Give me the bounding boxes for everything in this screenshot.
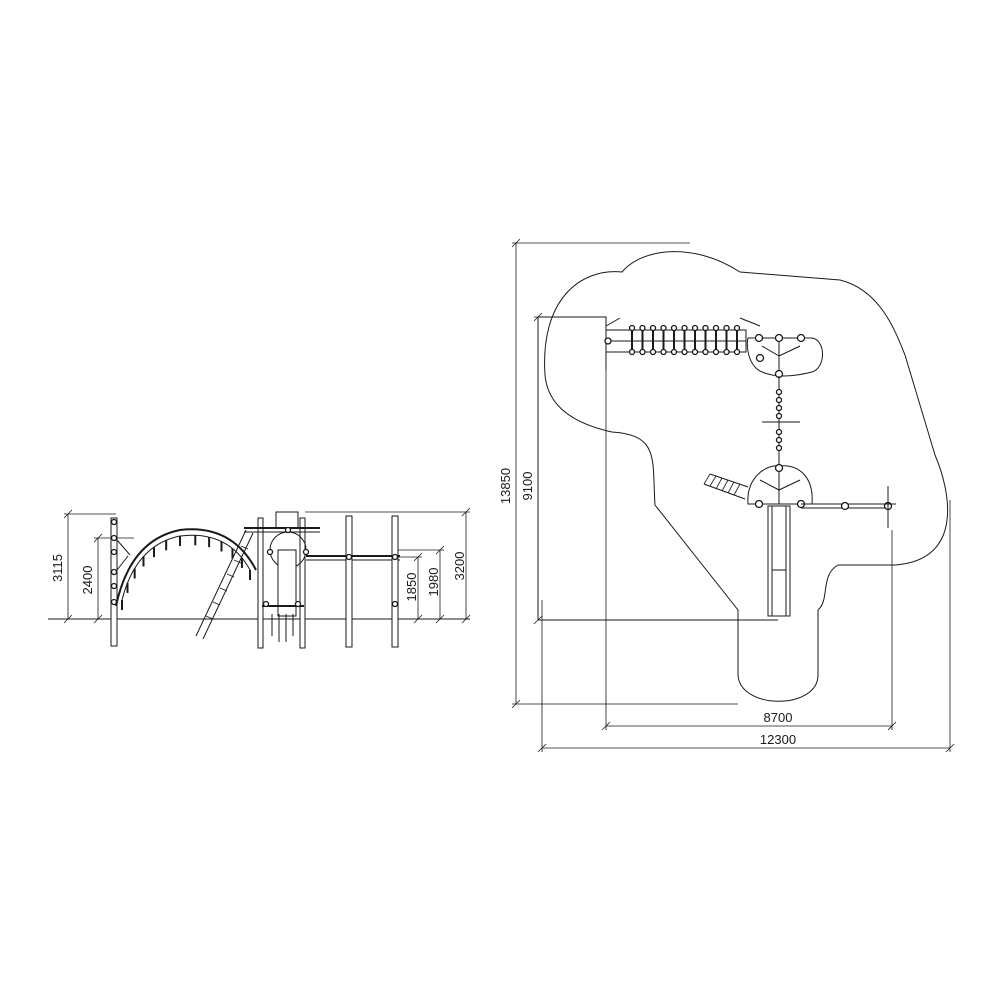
ladder-joint <box>681 348 688 356</box>
dimension-13850: 13850 <box>498 238 738 709</box>
lower-platform <box>747 463 813 509</box>
top-plan-view: 13850 9100 8700 12300 <box>498 238 955 753</box>
ladder-joint <box>649 348 657 356</box>
ladder-joint <box>712 348 720 356</box>
slide <box>767 505 791 617</box>
dimension-2400: 2400 <box>80 533 134 624</box>
central-tower <box>244 511 320 649</box>
climbing-post <box>110 517 131 647</box>
ladder-joint <box>733 348 741 356</box>
ladder-joint <box>723 324 730 332</box>
ladder-joint <box>691 324 699 332</box>
ladder-joint <box>702 348 709 356</box>
ladder-joint <box>733 324 741 332</box>
ladder-joint <box>660 324 667 332</box>
ladder-joint <box>628 324 636 332</box>
dimension-8700: 8700 <box>601 370 897 731</box>
structure-boundary <box>537 316 778 621</box>
dimension-label-2400: 2400 <box>80 566 95 595</box>
ladder-joint <box>639 324 646 332</box>
ladder-joint <box>660 348 667 356</box>
dimension-3200: 3200 <box>305 507 471 624</box>
ladder-joint <box>639 348 646 356</box>
dimension-label-9100: 9100 <box>520 472 535 501</box>
ladder-joint <box>670 348 678 356</box>
dimension-label-12300: 12300 <box>760 732 796 747</box>
ladder-joint <box>712 324 720 332</box>
inclined-ladder <box>195 529 254 640</box>
arch-monkey-bars <box>115 528 257 610</box>
dimension-1980: 1980 <box>398 545 445 624</box>
dimension-1850: 1850 <box>398 552 423 624</box>
ladder-joint <box>702 324 709 332</box>
horizontal-bar <box>306 515 400 648</box>
ladder-joint <box>691 348 699 356</box>
dimension-label-1980: 1980 <box>426 568 441 597</box>
side-elevation-view: 3115 2400 <box>48 507 471 649</box>
dimension-label-3200: 3200 <box>452 552 467 581</box>
dimension-3115: 3115 <box>50 509 116 624</box>
horizontal-bar-top <box>801 486 896 528</box>
dimension-label-13850: 13850 <box>498 468 513 504</box>
access-ladder <box>703 473 749 500</box>
ladder-joint <box>628 348 636 356</box>
rope-bridge <box>762 376 800 466</box>
ladder-joint <box>649 324 657 332</box>
dimension-9100: 9100 <box>520 312 606 625</box>
upper-platform <box>746 333 823 379</box>
dimension-12300: 12300 <box>537 500 955 753</box>
monkey-bars-top <box>604 317 761 356</box>
ladder-joint <box>681 324 688 332</box>
dimension-label-3115: 3115 <box>50 554 65 582</box>
dimension-label-8700: 8700 <box>764 710 793 725</box>
ladder-joint <box>670 324 678 332</box>
dimension-label-1850: 1850 <box>404 573 419 602</box>
safety-zone-outline <box>544 251 949 702</box>
ladder-joint <box>723 348 730 356</box>
